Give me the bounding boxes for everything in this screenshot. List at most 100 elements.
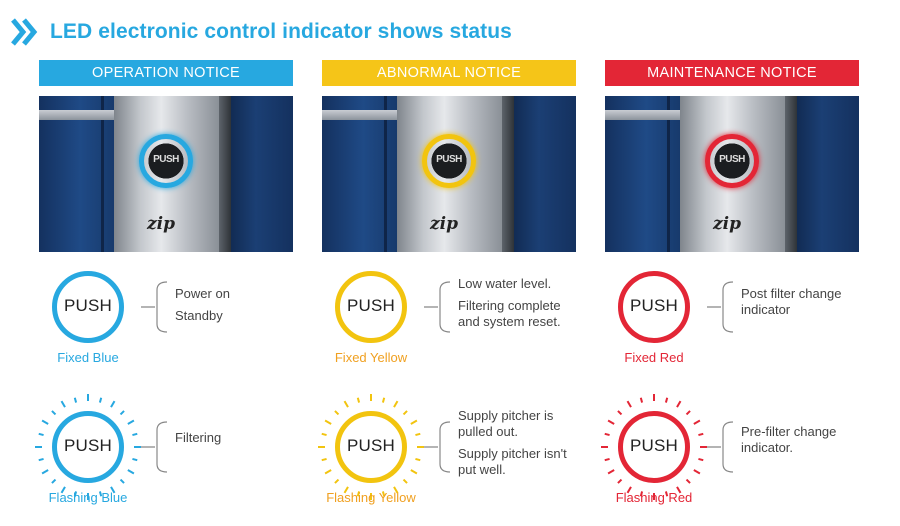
column-operation: OPERATION NOTICE PUSH zip PUSH Fixed Blu… — [35, 60, 295, 520]
description-line: Filtering — [175, 430, 222, 445]
photo-push-text: PUSH — [436, 154, 462, 165]
indicator-label: Flashing Red — [615, 490, 693, 505]
column-maintenance: MAINTENANCE NOTICE PUSH zip PUSH Fixed R… — [601, 60, 859, 520]
photo-trim — [39, 110, 114, 120]
device-photo: PUSH zip — [605, 96, 859, 252]
flash-ray — [132, 432, 138, 437]
description-line: Power on — [175, 286, 230, 301]
notice-banner: OPERATION NOTICE — [39, 60, 293, 86]
flash-ray — [626, 400, 632, 408]
photo-push-button: PUSH — [422, 134, 476, 188]
flash-ray — [415, 457, 421, 462]
flash-ray — [604, 432, 610, 437]
flash-ray — [321, 457, 327, 462]
device-photo: PUSH zip — [39, 96, 293, 252]
push-indicator-fixed: PUSH — [47, 266, 129, 348]
flash-ray — [693, 469, 701, 475]
flash-ray — [415, 432, 421, 437]
flash-ray — [38, 457, 44, 462]
status-description: Low water level. Filtering complete and s… — [458, 276, 578, 330]
indicator-label: Flashing Blue — [48, 490, 128, 505]
push-text: PUSH — [63, 296, 113, 315]
indicator-label: Fixed Yellow — [334, 350, 408, 365]
flashing-indicator-row: PUSH Flashing Red Pre-filter change indi… — [601, 390, 859, 505]
flash-ray — [41, 419, 49, 425]
description-line: Pre-filter change indicator. — [741, 424, 837, 455]
flash-ray — [393, 486, 399, 494]
push-text: PUSH — [629, 436, 679, 455]
status-description: Post filter change indicator — [741, 286, 861, 318]
flash-rays — [35, 394, 141, 500]
flash-ray — [127, 469, 135, 475]
flash-ray — [60, 400, 66, 408]
page-title: LED electronic control indicator shows s… — [50, 20, 512, 43]
photo-push-button: PUSH — [705, 134, 759, 188]
flash-ray — [334, 478, 340, 484]
indicator-ring: PUSH — [618, 271, 690, 343]
brand-logo: zip — [430, 214, 458, 234]
push-text: PUSH — [346, 436, 396, 455]
push-text: PUSH — [63, 436, 113, 455]
indicator-ring: PUSH — [335, 271, 407, 343]
flash-ray — [110, 400, 116, 408]
indicator-label: Fixed Red — [624, 350, 684, 365]
flash-ray — [402, 410, 408, 416]
indicator-ring: PUSH — [52, 411, 124, 483]
flash-ray — [73, 491, 78, 497]
push-indicator-fixed: PUSH — [613, 266, 695, 348]
flash-ray — [693, 419, 701, 425]
flash-ray — [343, 486, 349, 494]
brace-connector — [707, 281, 734, 333]
flash-ray — [38, 432, 44, 437]
flash-ray — [127, 419, 135, 425]
fixed-indicator-row: PUSH Fixed Yellow Low water level. Filter… — [322, 266, 576, 366]
flash-ray — [393, 400, 399, 408]
flash-ray — [676, 400, 682, 408]
flash-ray — [321, 432, 327, 437]
flash-ray — [356, 491, 361, 497]
flash-rays — [318, 394, 424, 500]
double-chevron-right-icon — [11, 18, 38, 46]
indicator-ring: PUSH — [618, 411, 690, 483]
description-line: Low water level. — [458, 276, 552, 291]
flash-ray — [356, 397, 361, 403]
status-description: Filtering — [175, 430, 295, 446]
flash-ray — [324, 419, 332, 425]
photo-panel-left — [39, 96, 114, 252]
brace-connector — [707, 421, 734, 473]
flashing-indicator-row: PUSH Flashing Blue Filtering — [35, 390, 295, 505]
photo-push-text: PUSH — [153, 154, 179, 165]
description-line: Post filter change indicator — [741, 286, 842, 317]
flash-ray — [132, 457, 138, 462]
flash-ray — [639, 491, 644, 497]
photo-push-button: PUSH — [139, 134, 193, 188]
flash-ray — [685, 410, 691, 416]
flash-ray — [51, 478, 57, 484]
flash-ray — [617, 410, 623, 416]
flashing-indicator-row: PUSH Flashing Yellow Supply pitcher is p… — [318, 390, 578, 505]
flash-ray — [98, 491, 103, 497]
flash-ray — [343, 400, 349, 408]
photo-trim — [322, 110, 397, 120]
flash-ray — [119, 410, 125, 416]
fixed-indicator-row: PUSH Fixed Red Post filter change indica… — [605, 266, 859, 366]
flash-ray — [639, 397, 644, 403]
brace-connector — [424, 281, 451, 333]
brand-logo: zip — [713, 214, 741, 234]
brace-connector — [141, 281, 168, 333]
flash-ray — [626, 486, 632, 494]
photo-panel-right — [785, 96, 859, 252]
notice-banner: MAINTENANCE NOTICE — [605, 60, 859, 86]
flash-ray — [73, 397, 78, 403]
flash-ray — [110, 486, 116, 494]
flash-ray — [664, 491, 669, 497]
flash-ray — [410, 419, 418, 425]
device-photo: PUSH zip — [322, 96, 576, 252]
flash-ray — [664, 397, 669, 403]
indicator-ring: PUSH — [52, 271, 124, 343]
description-line: Filtering complete and system reset. — [458, 298, 561, 329]
status-description: Supply pitcher is pulled out.Supply pitc… — [458, 408, 578, 478]
flash-ray — [381, 491, 386, 497]
